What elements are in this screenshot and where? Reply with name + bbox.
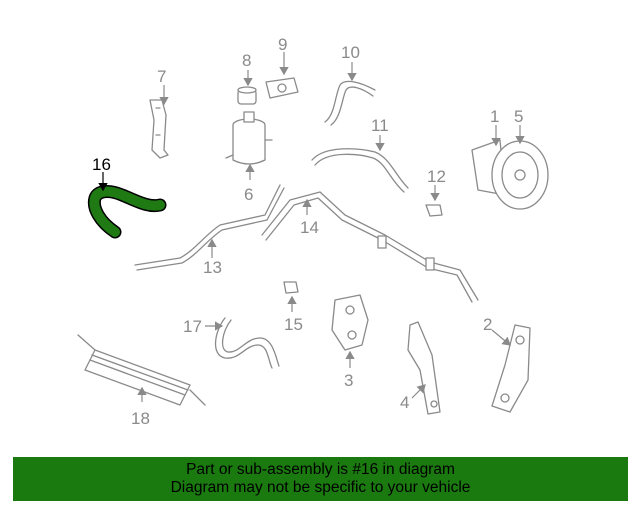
- part-11-hose[interactable]: [311, 148, 409, 193]
- callout-16: 16: [92, 155, 111, 174]
- leader-4: [411, 384, 426, 399]
- part-14-hose-assembly[interactable]: [261, 191, 479, 303]
- part-6-reservoir[interactable]: [225, 111, 273, 165]
- part-18-cooler[interactable]: [77, 334, 206, 406]
- callout-14: 14: [300, 218, 319, 237]
- callout-13: 13: [203, 258, 222, 277]
- part-12-bolt[interactable]: [425, 204, 443, 217]
- callout-12: 12: [427, 167, 446, 186]
- callout-7: 7: [157, 67, 166, 86]
- part-13-pipe[interactable]: [134, 184, 285, 271]
- part-5-pulley[interactable]: [491, 140, 549, 210]
- part-2-bracket[interactable]: [491, 324, 531, 413]
- part-15-bolt[interactable]: [283, 281, 299, 294]
- leader-2: [491, 329, 511, 346]
- callout-2: 2: [483, 315, 492, 334]
- banner-line-2: Diagram may not be specific to your vehi…: [170, 479, 471, 496]
- callout-4: 4: [400, 393, 409, 412]
- banner-line-1: Part or sub-assembly is #16 in diagram: [186, 461, 455, 478]
- part-17-hose[interactable]: [214, 317, 280, 369]
- callout-18: 18: [131, 409, 150, 428]
- part-8-cap[interactable]: [237, 86, 257, 105]
- part-7-bracket[interactable]: [149, 99, 169, 159]
- part-16-hose[interactable]: [87, 185, 167, 239]
- part-4-bracket[interactable]: [407, 321, 441, 415]
- callout-11: 11: [371, 116, 389, 135]
- callout-9: 9: [278, 35, 287, 54]
- callout-6: 6: [244, 185, 253, 204]
- part-10-hose[interactable]: [324, 80, 376, 126]
- parts-diagram: 16 7 8 9 6 10 11 12: [77, 35, 549, 428]
- callout-10: 10: [341, 43, 360, 62]
- callout-8: 8: [242, 51, 251, 70]
- info-banner: Part or sub-assembly is #16 in diagram D…: [13, 457, 628, 501]
- callout-3: 3: [344, 371, 353, 390]
- callout-15: 15: [284, 315, 303, 334]
- part-9-mount[interactable]: [265, 77, 299, 99]
- callout-17: 17: [183, 317, 202, 336]
- part-3-bracket[interactable]: [331, 294, 369, 351]
- callout-1: 1: [490, 107, 499, 126]
- callout-5: 5: [514, 107, 523, 126]
